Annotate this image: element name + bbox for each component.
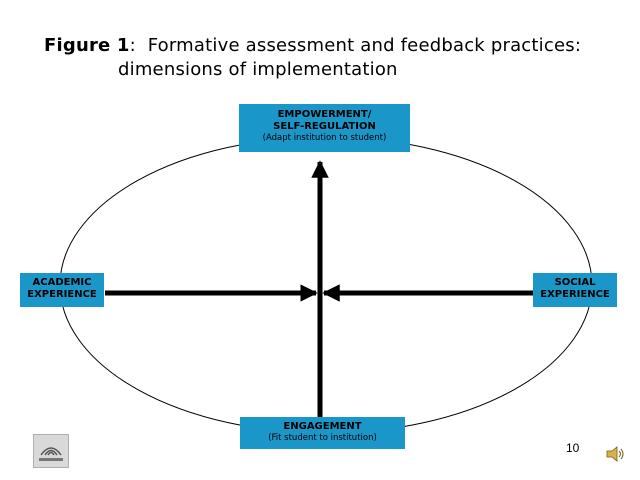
logo-icon bbox=[33, 434, 69, 468]
node-social-line1: SOCIAL bbox=[554, 277, 596, 288]
figure-separator: : bbox=[129, 35, 136, 56]
node-academic-line1: ACADEMIC bbox=[32, 277, 92, 288]
title-line1: Formative assessment and feedback practi… bbox=[147, 35, 582, 56]
figure-title: Figure 1: Formative assessment and feedb… bbox=[44, 34, 624, 82]
node-academic-line2: EXPERIENCE bbox=[27, 289, 97, 300]
node-empowerment-line2: SELF-REGULATION bbox=[273, 121, 376, 132]
node-academic-experience: ACADEMIC EXPERIENCE bbox=[20, 273, 104, 307]
dimension-ellipse bbox=[59, 136, 593, 434]
page-number: 10 bbox=[566, 441, 580, 455]
node-empowerment-sub: (Adapt institution to student) bbox=[262, 133, 387, 143]
node-engagement: ENGAGEMENT (Fit student to institution) bbox=[240, 417, 405, 449]
speaker-icon[interactable] bbox=[604, 443, 626, 465]
node-empowerment-line1: EMPOWERMENT/ bbox=[277, 109, 372, 120]
title-line2: dimensions of implementation bbox=[118, 59, 398, 80]
figure-label: Figure 1 bbox=[44, 35, 130, 56]
node-empowerment: EMPOWERMENT/ SELF-REGULATION (Adapt inst… bbox=[239, 104, 410, 152]
node-social-line2: EXPERIENCE bbox=[540, 289, 610, 300]
node-social-experience: SOCIAL EXPERIENCE bbox=[533, 273, 617, 307]
node-engagement-main: ENGAGEMENT bbox=[283, 421, 362, 432]
node-engagement-sub: (Fit student to institution) bbox=[268, 433, 377, 443]
